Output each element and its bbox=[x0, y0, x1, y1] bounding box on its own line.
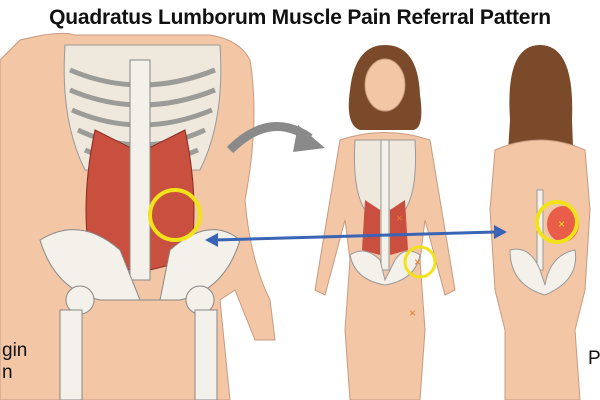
highlight-circle-left bbox=[148, 188, 202, 242]
blue-double-arrow bbox=[214, 230, 496, 242]
diagram-title: Quadratus Lumborum Muscle Pain Referral … bbox=[49, 6, 551, 29]
highlight-circle-right bbox=[535, 200, 579, 244]
svg-text:×: × bbox=[409, 306, 416, 320]
large-torso-front bbox=[0, 32, 276, 400]
highlight-circle-middle bbox=[403, 245, 437, 279]
left-label: gin n bbox=[2, 340, 27, 384]
svg-text:×: × bbox=[414, 255, 421, 269]
right-label: P bbox=[588, 348, 600, 369]
left-label-line-2: n bbox=[2, 362, 13, 383]
svg-text:×: × bbox=[396, 211, 403, 225]
woman-front: × × × bbox=[314, 45, 456, 400]
left-label-line-1: gin bbox=[2, 340, 28, 361]
svg-text:×: × bbox=[558, 217, 565, 231]
